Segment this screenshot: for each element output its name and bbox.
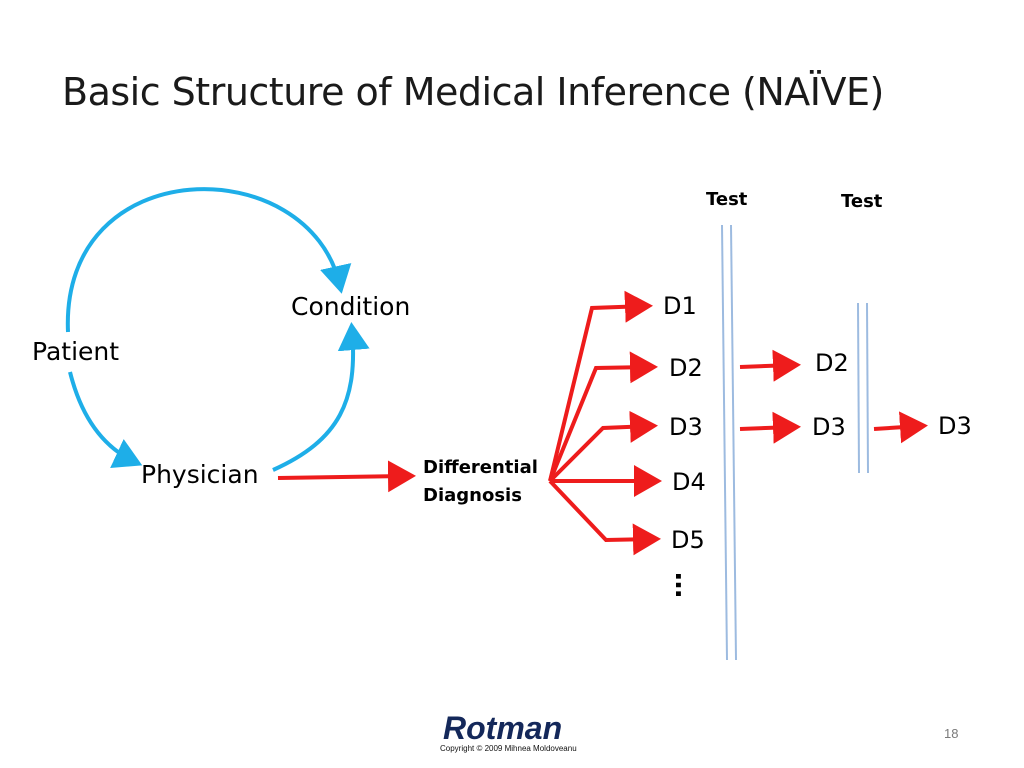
diagnosis-d5: D5 — [671, 526, 705, 554]
rotman-logo: Rotman — [443, 710, 563, 746]
differential-diagnosis-label: Differential Diagnosis — [423, 454, 538, 510]
arc-physician-to-condition — [272, 322, 370, 472]
test-1-divider-b — [730, 224, 737, 661]
test-1-label: Test — [706, 189, 748, 210]
diagnosis-d3-after-test-1: D3 — [812, 413, 846, 441]
slide-title: Basic Structure of Medical Inference (NA… — [62, 70, 884, 114]
differential-line-2: Diagnosis — [423, 485, 522, 506]
test-2-label: Test — [841, 191, 883, 212]
branch-d1 — [548, 290, 653, 482]
diagnosis-d3: D3 — [669, 413, 703, 441]
arc-patient-to-condition — [65, 187, 352, 333]
test-1-divider-a — [721, 224, 728, 661]
branch-d3 — [548, 410, 658, 483]
more-diagnoses-ellipsis: … — [669, 572, 699, 598]
arrow-d2-after-test-1 — [739, 349, 801, 382]
diagnosis-d1: D1 — [663, 292, 697, 320]
condition-label: Condition — [291, 292, 411, 321]
branch-d5 — [548, 479, 661, 556]
arrow-d3-after-test-2 — [873, 411, 928, 444]
diagnosis-d2: D2 — [669, 354, 703, 382]
differential-line-1: Differential — [423, 457, 538, 478]
arrow-physician-to-differential — [277, 460, 416, 493]
branch-d2 — [548, 351, 658, 482]
copyright-text: Copyright © 2009 Mihnea Moldoveanu — [440, 744, 577, 753]
diagnosis-d2-after-test-1: D2 — [815, 349, 849, 377]
arrow-d3-after-test-1 — [739, 411, 801, 444]
page-number: 18 — [944, 726, 959, 741]
patient-label: Patient — [32, 337, 120, 366]
diagnosis-d4: D4 — [672, 468, 706, 496]
test-2-divider-a — [857, 302, 860, 474]
physician-label: Physician — [141, 460, 259, 489]
arc-patient-to-physician — [68, 371, 143, 469]
diagnosis-d3-after-test-2: D3 — [938, 412, 972, 440]
test-2-divider-b — [866, 302, 869, 474]
